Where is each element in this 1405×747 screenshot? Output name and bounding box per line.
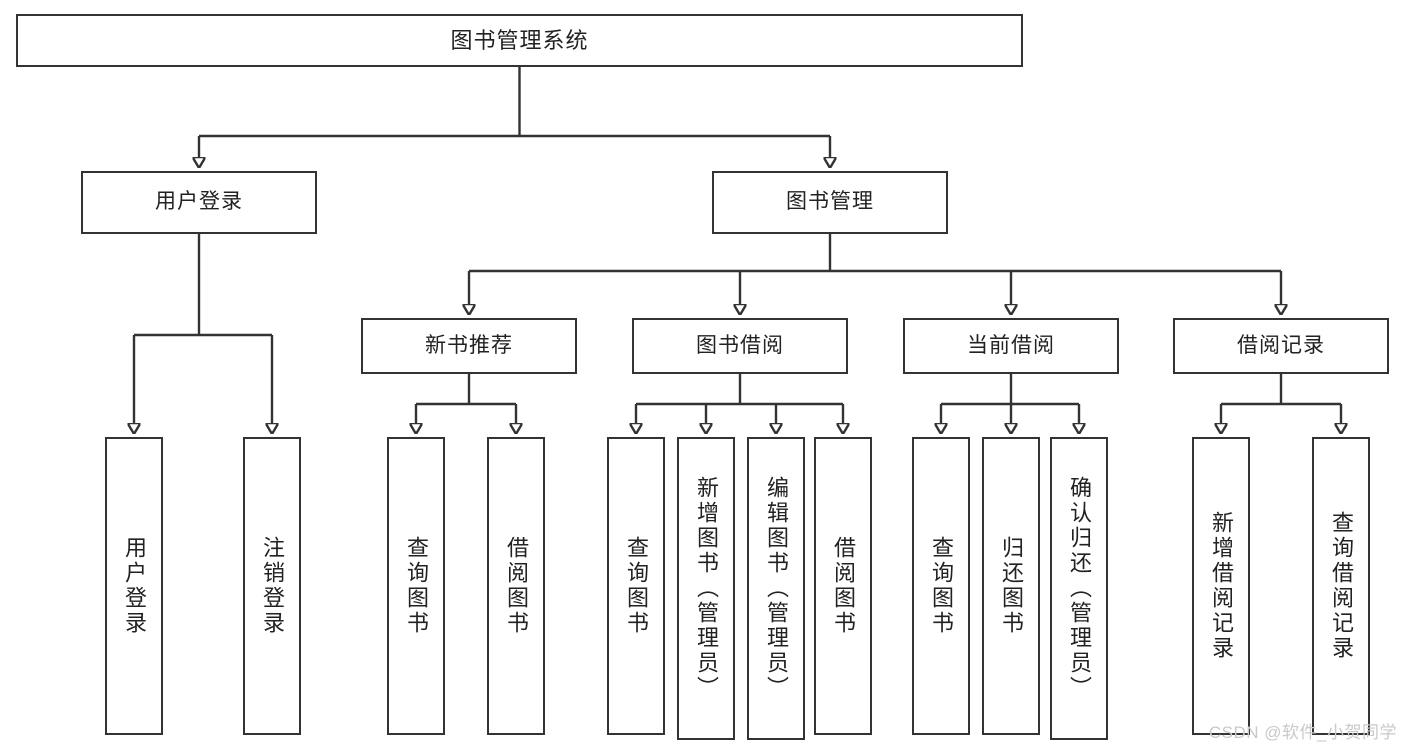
- leaf-edit-book-label: 编辑图书（管理员）: [764, 476, 789, 701]
- leaf-return-book-label: 归还图书: [999, 536, 1024, 636]
- leaf-confirm-return-label: 确认归还（管理员）: [1067, 476, 1092, 701]
- node-root-label: 图书管理系统: [450, 27, 589, 53]
- node-root[interactable]: 图书管理系统: [16, 14, 1023, 67]
- leaf-query-loan-record-label: 查询借阅记录: [1329, 511, 1354, 661]
- leaf-query-book-3-label: 查询图书: [929, 536, 954, 636]
- node-new-book-recommend[interactable]: 新书推荐: [361, 318, 577, 374]
- node-current-loan[interactable]: 当前借阅: [903, 318, 1119, 374]
- leaf-query-book-1-label: 查询图书: [404, 536, 429, 636]
- node-book-manage[interactable]: 图书管理: [712, 171, 948, 234]
- leaf-add-loan-record-label: 新增借阅记录: [1209, 511, 1234, 661]
- node-book-manage-label: 图书管理: [786, 190, 874, 214]
- node-user-login-label: 用户登录: [155, 190, 243, 214]
- node-current-loan-label: 当前借阅: [967, 333, 1055, 357]
- node-loan-record-label: 借阅记录: [1237, 333, 1325, 357]
- leaf-logout[interactable]: 注销登录: [243, 437, 301, 735]
- leaf-query-loan-record[interactable]: 查询借阅记录: [1312, 437, 1370, 735]
- node-loan-record[interactable]: 借阅记录: [1173, 318, 1389, 374]
- leaf-add-book[interactable]: 新增图书（管理员）: [677, 437, 735, 740]
- leaf-confirm-return[interactable]: 确认归还（管理员）: [1050, 437, 1108, 740]
- leaf-borrow-book-1-label: 借阅图书: [504, 536, 529, 636]
- leaf-query-book-3[interactable]: 查询图书: [912, 437, 970, 735]
- leaf-user-login-label: 用户登录: [122, 536, 147, 636]
- leaf-borrow-book-1[interactable]: 借阅图书: [487, 437, 545, 735]
- node-user-login[interactable]: 用户登录: [81, 171, 317, 234]
- leaf-user-login[interactable]: 用户登录: [105, 437, 163, 735]
- node-book-borrow[interactable]: 图书借阅: [632, 318, 848, 374]
- node-new-book-recommend-label: 新书推荐: [425, 333, 513, 357]
- leaf-borrow-book-2[interactable]: 借阅图书: [814, 437, 872, 735]
- leaf-logout-label: 注销登录: [260, 536, 285, 636]
- leaf-borrow-book-2-label: 借阅图书: [831, 536, 856, 636]
- leaf-query-book-1[interactable]: 查询图书: [387, 437, 445, 735]
- watermark: CSDN @软件_小贺同学: [1208, 723, 1397, 742]
- leaf-add-book-label: 新增图书（管理员）: [694, 476, 719, 701]
- leaf-query-book-2-label: 查询图书: [624, 536, 649, 636]
- leaf-return-book[interactable]: 归还图书: [982, 437, 1040, 735]
- leaf-query-book-2[interactable]: 查询图书: [607, 437, 665, 735]
- leaf-edit-book[interactable]: 编辑图书（管理员）: [747, 437, 805, 740]
- leaf-add-loan-record[interactable]: 新增借阅记录: [1192, 437, 1250, 735]
- node-book-borrow-label: 图书借阅: [696, 333, 784, 357]
